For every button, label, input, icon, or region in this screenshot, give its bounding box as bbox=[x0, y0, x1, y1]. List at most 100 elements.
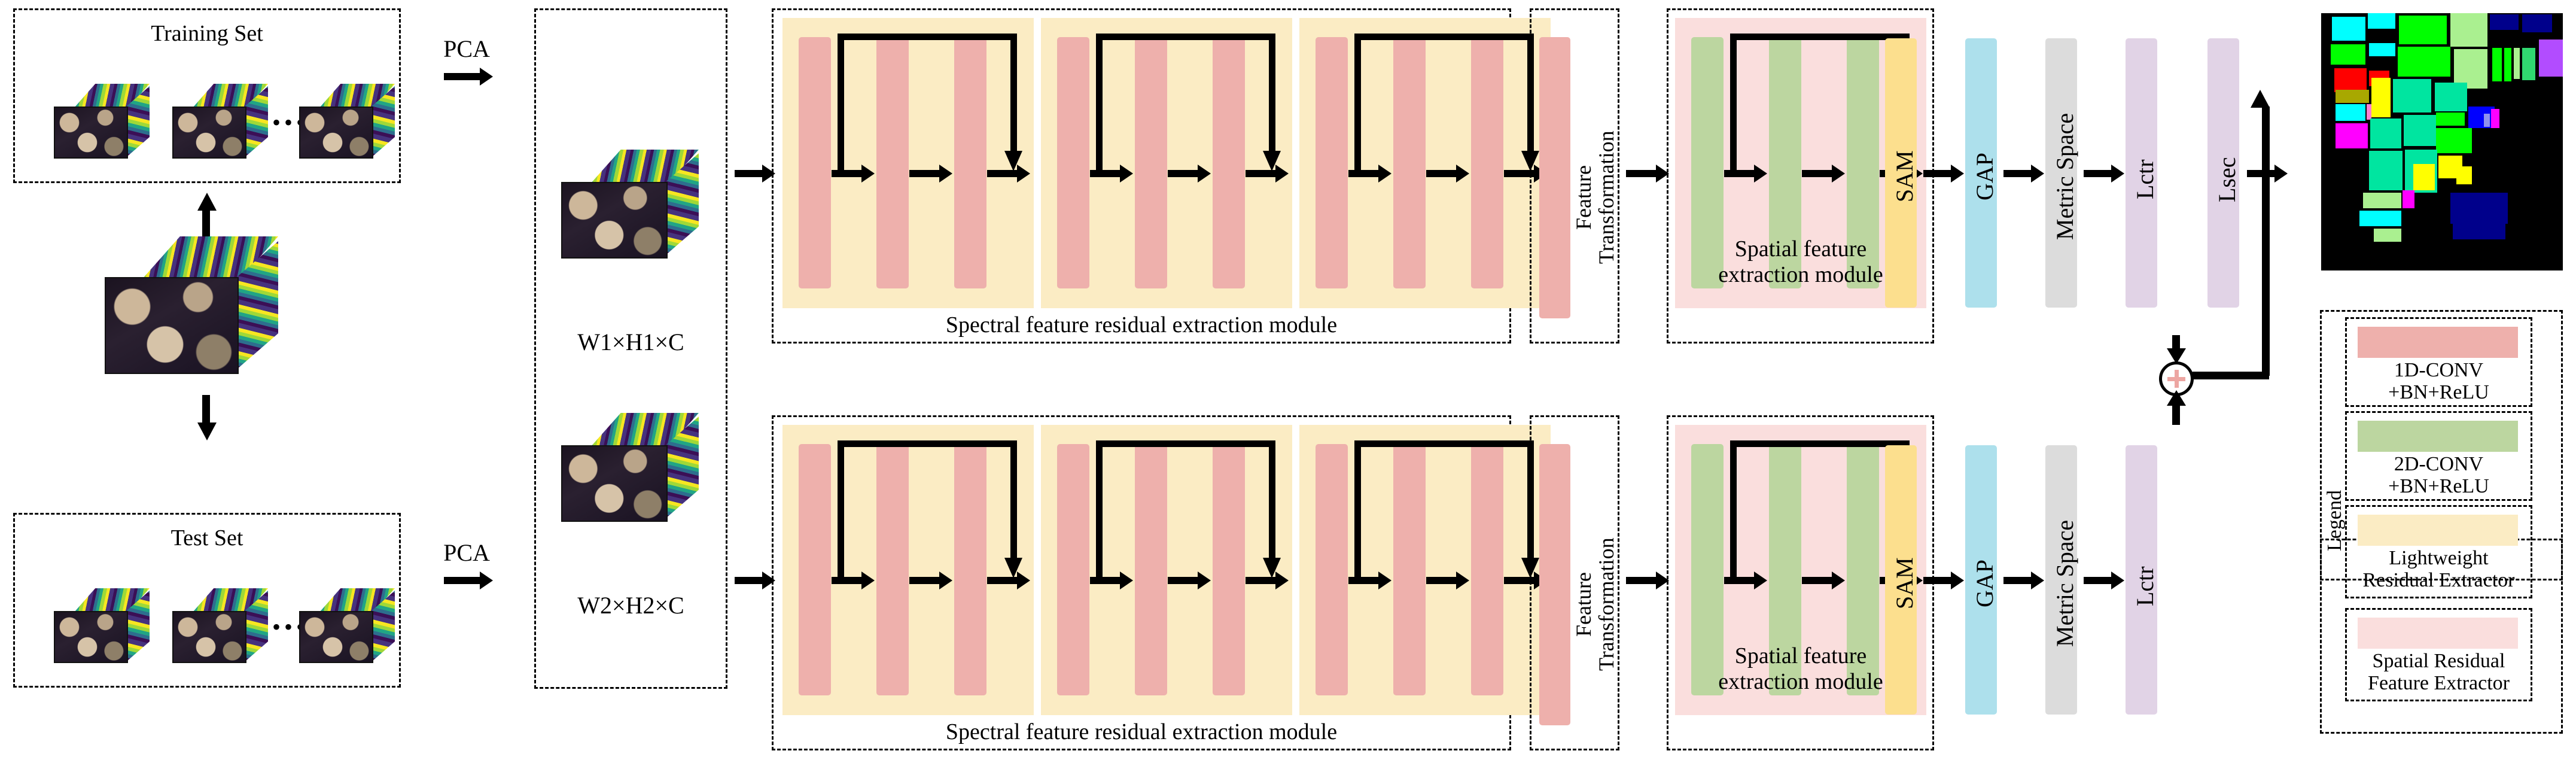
lctr-label-bottom: Lctr bbox=[2132, 566, 2158, 607]
class-patch bbox=[2435, 83, 2467, 111]
conv2d-bar bbox=[1769, 444, 1801, 695]
metric-space-label-top: Metric Space bbox=[2051, 113, 2078, 241]
class-patch bbox=[2369, 151, 2403, 190]
legend-label-3: Lightweight Residual Extractor bbox=[2339, 547, 2538, 592]
gap-bar-bottom bbox=[1965, 445, 1997, 715]
class-patch bbox=[2454, 49, 2487, 89]
legend-label-1-line2: +BN+ReLU bbox=[2388, 381, 2489, 404]
lctr-bar-top bbox=[2126, 38, 2157, 308]
legend-label-2: 2D-CONV +BN+ReLU bbox=[2345, 453, 2532, 498]
class-patch bbox=[2514, 48, 2520, 79]
class-patch bbox=[2336, 123, 2368, 148]
spatial-module-top-label-line1: Spatial feature bbox=[1734, 236, 1867, 262]
class-patch bbox=[2468, 107, 2495, 128]
metric-space-bar-top bbox=[2045, 38, 2077, 308]
class-patch bbox=[2369, 43, 2395, 56]
conv1d-bar bbox=[876, 444, 909, 695]
class-patch bbox=[2367, 104, 2371, 120]
conv1d-bar bbox=[799, 37, 831, 288]
legend-item-2 bbox=[2345, 411, 2532, 501]
connector-lctr-bottom-to-merge bbox=[2172, 406, 2180, 425]
pca-cube-top bbox=[561, 150, 699, 259]
class-patch bbox=[2331, 44, 2365, 65]
metric-space-label-bottom: Metric Space bbox=[2051, 519, 2078, 648]
class-patch bbox=[2484, 114, 2490, 127]
class-patch bbox=[2359, 211, 2401, 226]
class-patch bbox=[2371, 78, 2391, 117]
conv1d-bar bbox=[1471, 444, 1503, 695]
class-patch bbox=[2522, 14, 2552, 32]
cube-front-face bbox=[561, 445, 668, 522]
test-cube-2 bbox=[172, 588, 268, 663]
class-patch bbox=[2363, 193, 2401, 208]
class-patch bbox=[2403, 190, 2414, 208]
legend-item-4 bbox=[2345, 608, 2532, 701]
training-cube-1 bbox=[54, 84, 150, 159]
conv2d-bar bbox=[1847, 37, 1879, 288]
pca-output-box bbox=[534, 8, 727, 689]
cube-front-face bbox=[299, 107, 373, 159]
class-patch bbox=[2522, 48, 2535, 80]
conv1d-bar bbox=[1393, 37, 1426, 288]
legend-label-2-line1: 2D-CONV bbox=[2394, 453, 2484, 475]
cube-front-face bbox=[299, 611, 373, 663]
source-hyperspectral-cube bbox=[105, 236, 278, 374]
legend-label-2-line2: +BN+ReLU bbox=[2388, 475, 2489, 498]
sam-label-top: SAM bbox=[1891, 150, 1918, 203]
test-cube-1 bbox=[54, 588, 150, 663]
class-patch bbox=[2404, 115, 2436, 146]
class-patch bbox=[2456, 166, 2472, 184]
legend-label-3-line2: Residual Extractor bbox=[2362, 569, 2515, 592]
legend-item-3 bbox=[2345, 505, 2532, 598]
pca-cube-top-shape: W1×H1×C bbox=[577, 329, 684, 355]
pca-cube-bottom-shape: W2×H2×C bbox=[577, 592, 684, 619]
feature-transformation-box-top bbox=[1530, 8, 1619, 344]
conv1d-bar bbox=[1393, 444, 1426, 695]
conv2d-bar bbox=[1691, 37, 1724, 288]
class-patch bbox=[2453, 224, 2505, 239]
gap-label-top: GAP bbox=[1971, 152, 1998, 201]
conv1d-bar bbox=[876, 37, 909, 288]
cube-front-face bbox=[172, 107, 246, 159]
sam-label-bottom: SAM bbox=[1891, 557, 1918, 610]
conv2d-bar bbox=[1769, 37, 1801, 288]
class-patch bbox=[2332, 17, 2365, 41]
class-patch bbox=[2393, 79, 2431, 113]
arrow-head-merge-to-lsec bbox=[2251, 90, 2270, 108]
conv1d-bar bbox=[799, 444, 831, 695]
class-patch bbox=[2374, 229, 2401, 242]
pca-label-top: PCA bbox=[443, 35, 490, 62]
cube-front-face bbox=[105, 277, 239, 374]
class-patch bbox=[2436, 113, 2465, 126]
conv1d-bar bbox=[954, 444, 986, 695]
test-set-label: Test Set bbox=[170, 525, 243, 551]
conv1d-bar bbox=[1057, 37, 1089, 288]
legend-box bbox=[2320, 310, 2563, 580]
lctr-label-top: Lctr bbox=[2132, 159, 2158, 200]
spatial-module-bottom-label: Spatial feature extraction module bbox=[1675, 643, 1926, 694]
legend-swatch-spatial-residual bbox=[2358, 618, 2518, 649]
conv1d-bar bbox=[1213, 444, 1245, 695]
conv1d-bar bbox=[1135, 444, 1167, 695]
training-cube-2 bbox=[172, 84, 268, 159]
training-set-box bbox=[13, 8, 401, 183]
spectral-module-bottom-label: Spectral feature residual extraction mod… bbox=[945, 719, 1338, 744]
pca-label-bottom: PCA bbox=[443, 539, 490, 566]
arrow-head-up-to-merge bbox=[2167, 390, 2186, 406]
conv2d-bar bbox=[1847, 444, 1879, 695]
sam-bar-bottom bbox=[1885, 445, 1917, 715]
connector-merge-to-lsec-horizontal bbox=[2193, 372, 2269, 379]
test-set-box bbox=[13, 513, 401, 688]
pca-cube-bottom bbox=[561, 413, 699, 522]
class-patch bbox=[2539, 39, 2563, 77]
gap-bar-top bbox=[1965, 38, 1997, 308]
classification-result-map bbox=[2321, 13, 2563, 270]
legend-swatch-lightweight-residual bbox=[2358, 515, 2518, 546]
lsec-bar bbox=[2207, 38, 2239, 308]
arrow-head-down-to-merge bbox=[2167, 348, 2186, 364]
training-set-label: Training Set bbox=[151, 21, 263, 46]
cube-front-face bbox=[54, 107, 128, 159]
legend-swatch-2d-conv bbox=[2358, 421, 2518, 452]
class-patch bbox=[2368, 13, 2395, 29]
